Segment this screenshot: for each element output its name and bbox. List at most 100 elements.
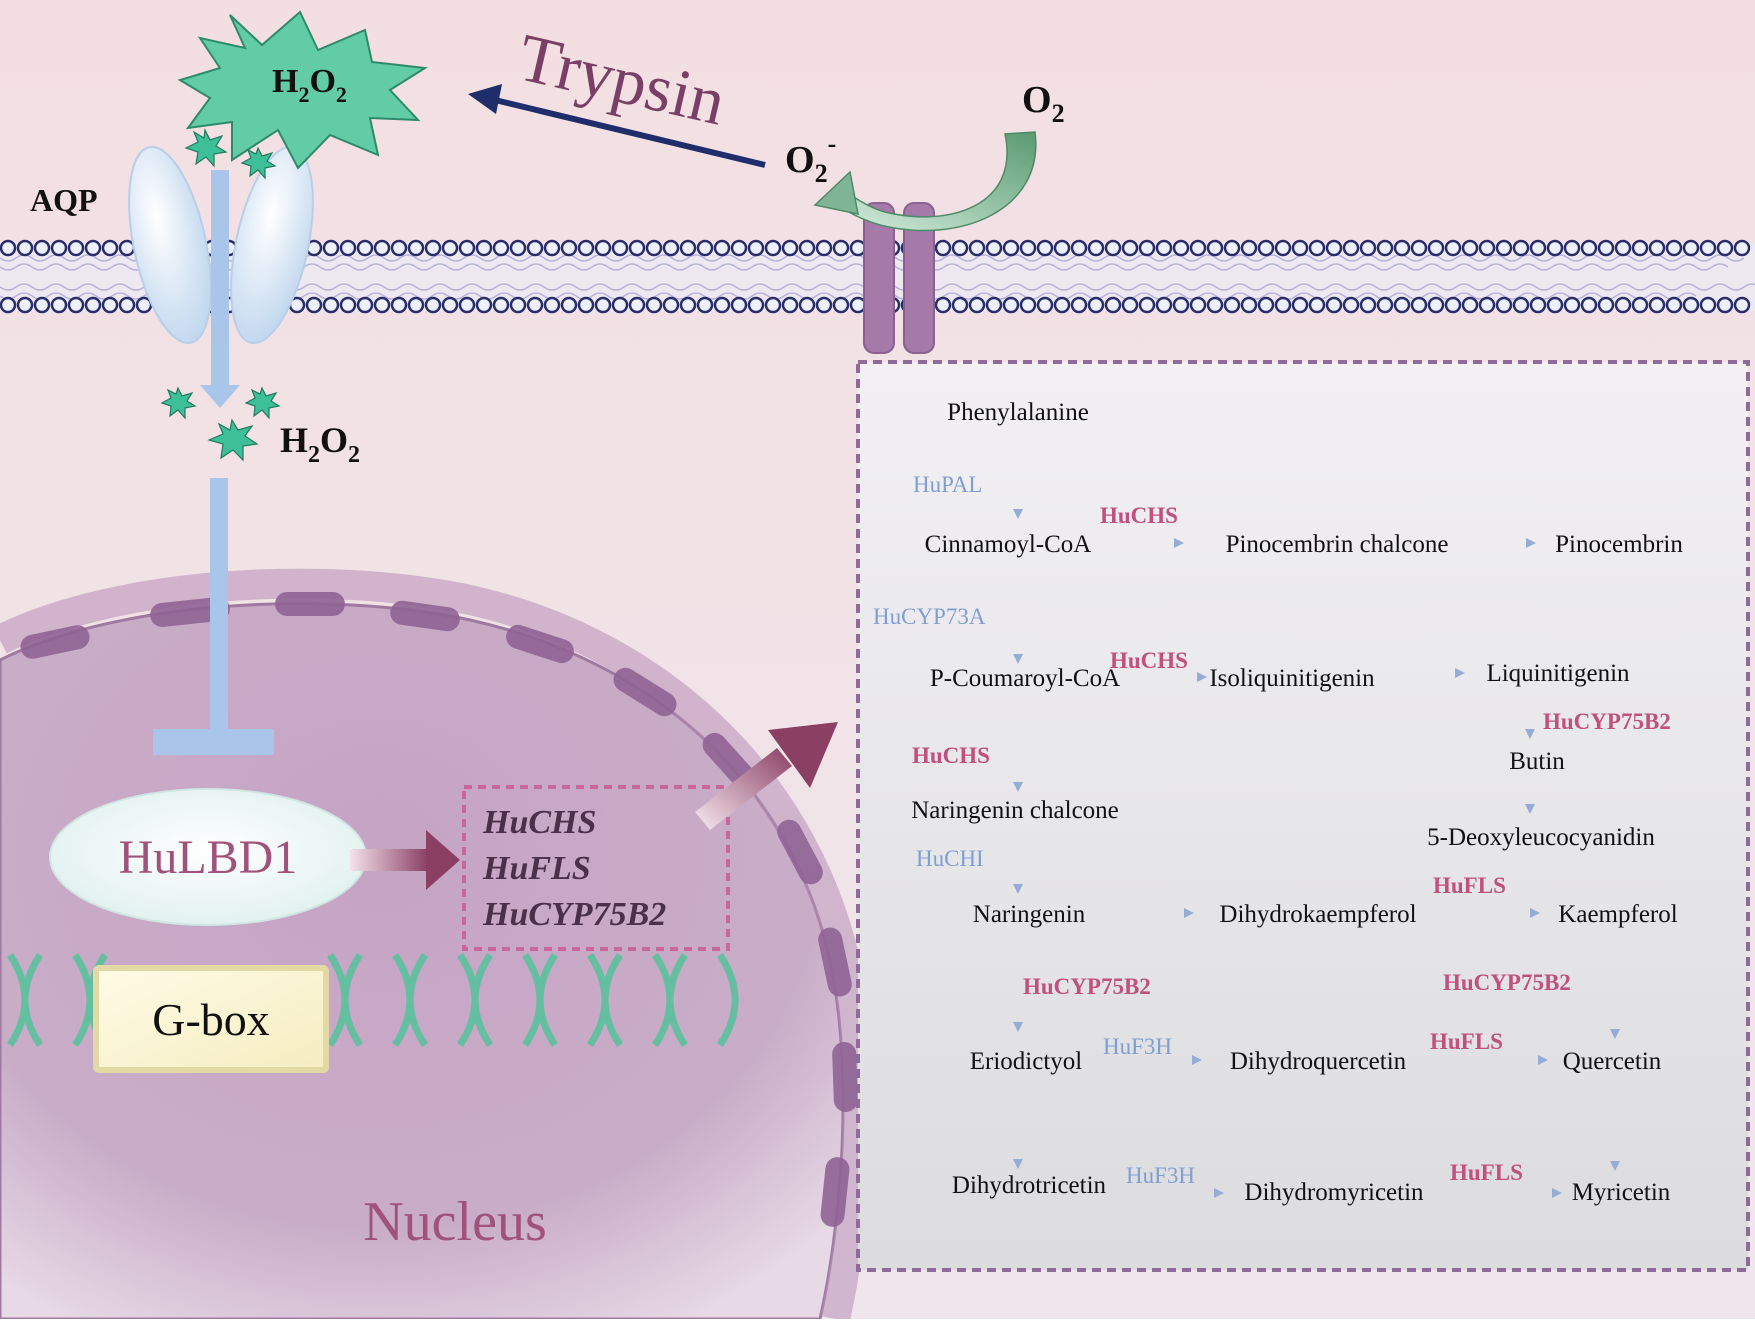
membrane-bead — [0, 296, 17, 314]
membrane-bead — [16, 239, 34, 257]
membrane-bead — [1733, 296, 1751, 314]
superoxide-base: O — [785, 139, 815, 181]
membrane-bead — [1597, 296, 1615, 314]
membrane-bead — [1631, 296, 1649, 314]
membrane-bead — [985, 296, 1003, 314]
membrane-bead — [832, 239, 850, 257]
h2o2-outside-h: H — [272, 63, 298, 100]
membrane-bead — [1274, 239, 1292, 257]
membrane-bead — [1206, 239, 1224, 257]
membrane-bead — [1529, 239, 1547, 257]
membrane-bead — [781, 296, 799, 314]
enzyme-hucyp73a: HuCYP73A — [873, 604, 986, 629]
membrane-bead — [934, 239, 952, 257]
inhibition-bar — [153, 478, 274, 755]
membrane-bead — [1121, 296, 1139, 314]
membrane-bead — [1495, 296, 1513, 314]
membrane-bead — [1121, 239, 1139, 257]
h2o2-outside-sub2: 2 — [336, 82, 347, 107]
membrane-bead — [968, 239, 986, 257]
membrane-bead — [951, 239, 969, 257]
membrane-bead — [1529, 296, 1547, 314]
hulbd1-label: HuLBD1 — [119, 831, 298, 884]
h2o2-inside-o: O — [320, 420, 348, 460]
membrane-bead — [951, 296, 969, 314]
pathway-box — [856, 360, 1750, 1272]
membrane-bead — [407, 296, 425, 314]
target-genes-box: HuCHS HuFLS HuCYP75B2 — [462, 785, 730, 951]
membrane-bead — [764, 296, 782, 314]
metabolite-eriodictyol: Eriodictyol — [970, 1048, 1083, 1075]
membrane-bead — [1053, 296, 1071, 314]
membrane-bead — [1257, 296, 1275, 314]
membrane-bead — [696, 296, 714, 314]
membrane-bead — [1376, 296, 1394, 314]
membrane-bead — [33, 296, 51, 314]
enzyme-hufls-3: HuFLS — [1450, 1160, 1523, 1185]
membrane-bead — [33, 239, 51, 257]
activation-arrow — [350, 830, 460, 890]
membrane-bead — [543, 296, 561, 314]
membrane-bead — [1393, 296, 1411, 314]
pathway-arrows-horizontal — [1097, 538, 1562, 1198]
membrane-bead — [322, 239, 340, 257]
membrane-bead — [798, 239, 816, 257]
membrane-bead — [101, 239, 119, 257]
membrane-bead — [747, 239, 765, 257]
enzyme-huchs-1: HuCHS — [1100, 503, 1178, 528]
membrane-bead — [1189, 296, 1207, 314]
enzyme-hufls-1: HuFLS — [1433, 873, 1506, 898]
membrane-bead — [1138, 239, 1156, 257]
membrane-bead — [628, 296, 646, 314]
membrane-bead — [67, 239, 85, 257]
target-gene-huchs: HuCHS — [482, 804, 596, 841]
membrane-bead — [1155, 296, 1173, 314]
svg-text:H2O2: H2O2 — [272, 63, 347, 107]
membrane-bead — [1172, 296, 1190, 314]
membrane-bead — [458, 239, 476, 257]
metabolite-myricetin: Myricetin — [1572, 1179, 1671, 1206]
membrane-bead — [1410, 296, 1428, 314]
h2o2-star-outside: H2O2 — [177, 10, 428, 170]
membrane-bead — [730, 296, 748, 314]
membrane-bead — [1427, 296, 1445, 314]
membrane-bead — [1240, 239, 1258, 257]
membrane-bead — [934, 296, 952, 314]
membrane-bead — [1614, 239, 1632, 257]
membrane-bead — [594, 296, 612, 314]
h2o2-inside-sub1: 2 — [308, 442, 320, 468]
superoxide-charge: - — [828, 129, 837, 158]
membrane-bead — [628, 239, 646, 257]
membrane-bead — [16, 296, 34, 314]
membrane-bead — [1376, 239, 1394, 257]
membrane-bead — [441, 239, 459, 257]
metabolite-quercetin: Quercetin — [1563, 1048, 1662, 1075]
membrane-bead — [526, 296, 544, 314]
membrane-bead — [509, 296, 527, 314]
membrane-bead — [1291, 239, 1309, 257]
membrane-bead — [594, 239, 612, 257]
membrane-bead — [1733, 239, 1751, 257]
membrane-bead — [1597, 239, 1615, 257]
membrane-bead — [1563, 239, 1581, 257]
membrane-bead — [118, 296, 136, 314]
membrane-bead — [1478, 296, 1496, 314]
membrane-bead — [322, 296, 340, 314]
aqp-channel — [128, 145, 314, 408]
membrane-bead — [577, 296, 595, 314]
membrane-bead — [1716, 296, 1734, 314]
membrane-bead — [1546, 296, 1564, 314]
membrane-bead — [339, 296, 357, 314]
membrane-bead — [611, 239, 629, 257]
metabolite-p-coumaroyl-coa: P-Coumaroyl-CoA — [930, 665, 1120, 692]
membrane-bead — [424, 239, 442, 257]
membrane-bead — [458, 296, 476, 314]
membrane-bead — [1325, 239, 1343, 257]
membrane-bead — [1223, 239, 1241, 257]
membrane-bead — [1580, 239, 1598, 257]
membrane-bead — [1648, 239, 1666, 257]
membrane-bead — [84, 239, 102, 257]
target-gene-hucyp75b2: HuCYP75B2 — [482, 896, 666, 933]
membrane-bead — [730, 239, 748, 257]
